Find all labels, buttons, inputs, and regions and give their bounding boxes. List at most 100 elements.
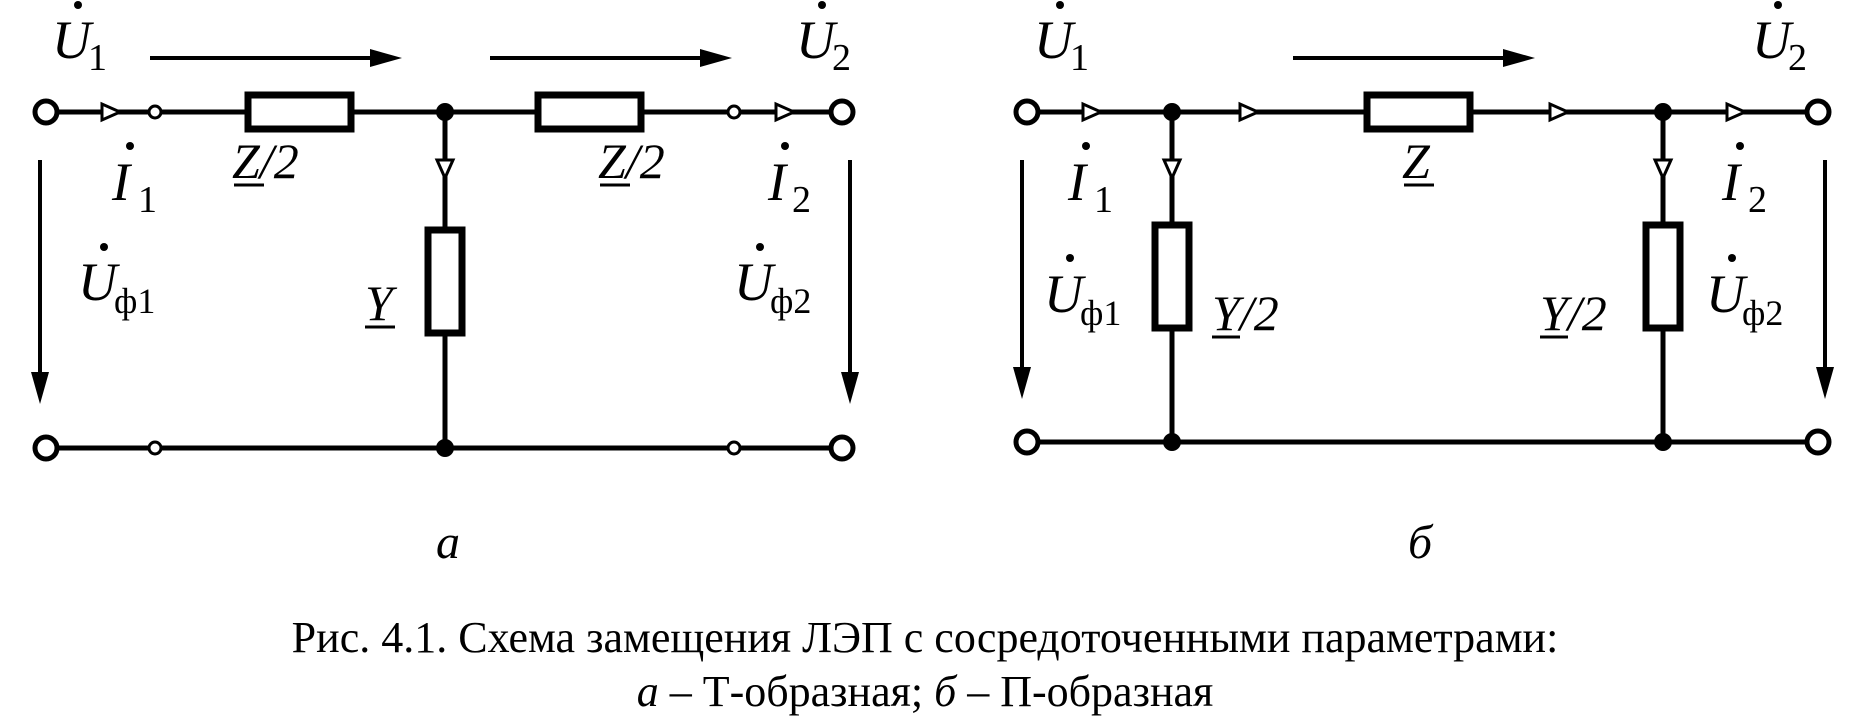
b-current-arrow-series-in <box>1238 101 1262 123</box>
svg-text:I: I <box>111 152 133 212</box>
b-current-arrow-i1 <box>1081 101 1105 123</box>
b-y-right-label: Y/2 <box>1540 285 1607 341</box>
b-panel-label: б <box>1408 516 1434 569</box>
a-z-right-impedance <box>534 91 645 133</box>
b-uf2-arrow-head <box>1816 367 1834 399</box>
b-current-arrow-shunt-left <box>1161 158 1183 182</box>
a-z-right-label: Z/2 <box>598 133 665 189</box>
caption-b-letter: б <box>934 667 958 716</box>
a-terminal-in-top <box>32 98 60 126</box>
b-terminal-out-top <box>1804 98 1832 126</box>
a-u2-label: U 2 <box>796 1 851 79</box>
a-port-left-top <box>147 104 163 120</box>
a-panel-label: а <box>436 516 460 569</box>
b-voltage-arrow-head <box>1503 49 1535 67</box>
a-terminal-out-bottom <box>828 434 856 462</box>
a-voltage-arrow-left-head <box>370 49 402 67</box>
svg-text:1: 1 <box>88 37 107 79</box>
svg-text:U: U <box>734 252 776 312</box>
a-current-arrow-i2 <box>774 101 798 123</box>
svg-text:Z/2: Z/2 <box>598 133 665 189</box>
b-i2-label: I 2 <box>1721 142 1767 221</box>
svg-text:Z: Z <box>1402 133 1431 189</box>
b-z-impedance <box>1363 91 1474 133</box>
svg-text:2: 2 <box>792 179 811 221</box>
svg-text:I: I <box>1067 152 1089 212</box>
b-node-right-top <box>1654 103 1672 121</box>
a-uf1-label: U ф1 <box>78 243 155 321</box>
svg-text:U: U <box>1044 264 1086 324</box>
a-terminal-in-bottom <box>32 434 60 462</box>
a-z-left-label: Z/2 <box>232 133 299 189</box>
a-i2-label: I 2 <box>767 142 811 221</box>
svg-text:1: 1 <box>1070 37 1089 79</box>
circuit-a: U 1 U 2 I 1 I 2 Z/2 Z/2 <box>31 1 859 569</box>
circuit-b: U 1 U 2 I 1 I 2 Z Y/2 <box>1013 1 1834 569</box>
svg-text:2: 2 <box>832 37 851 79</box>
svg-text:U: U <box>796 10 838 70</box>
b-u2-label: U 2 <box>1752 1 1807 79</box>
a-current-arrow-i1 <box>100 101 124 123</box>
svg-text:Y/2: Y/2 <box>1540 285 1607 341</box>
b-u1-label: U 1 <box>1034 1 1089 79</box>
b-uf1-label: U ф1 <box>1044 254 1121 333</box>
b-y-right-admittance <box>1642 221 1684 332</box>
svg-text:Y: Y <box>365 275 398 331</box>
b-current-arrow-series-out <box>1548 101 1572 123</box>
b-z-label: Z <box>1402 133 1434 189</box>
svg-text:U: U <box>78 252 120 312</box>
svg-text:2: 2 <box>1788 37 1807 79</box>
a-z-left-impedance <box>244 91 355 133</box>
svg-text:ф1: ф1 <box>1080 293 1121 333</box>
a-port-right-top <box>726 104 742 120</box>
a-node-bottom <box>436 439 454 457</box>
caption-a-letter: а <box>637 667 659 716</box>
b-terminal-in-top <box>1013 98 1041 126</box>
svg-text:U: U <box>1752 10 1794 70</box>
b-terminal-in-bottom <box>1013 428 1041 456</box>
b-node-left-top <box>1163 103 1181 121</box>
svg-text:Z/2: Z/2 <box>232 133 299 189</box>
svg-text:U: U <box>1034 10 1076 70</box>
a-uf1-arrow-head <box>31 372 49 404</box>
caption-a-text: – Т-образная; <box>659 667 934 716</box>
b-uf2-label: U ф2 <box>1706 254 1783 333</box>
a-port-left-bottom <box>147 440 163 456</box>
caption-b-text: – П-образная <box>956 667 1213 716</box>
svg-text:ф2: ф2 <box>1742 293 1783 333</box>
b-y-left-admittance <box>1151 221 1193 332</box>
a-u1-label: U 1 <box>52 1 107 79</box>
svg-text:I: I <box>767 152 789 212</box>
figure-caption: Рис. 4.1. Схема замещения ЛЭП с сосредот… <box>292 613 1559 716</box>
a-uf2-arrow-head <box>841 372 859 404</box>
svg-text:1: 1 <box>1094 179 1113 221</box>
caption-line-2: а – Т-образная; б – П-образная <box>637 667 1214 716</box>
svg-text:ф2: ф2 <box>770 281 811 321</box>
a-uf2-label: U ф2 <box>734 243 811 321</box>
b-current-arrow-i2 <box>1725 101 1749 123</box>
svg-text:2: 2 <box>1748 179 1767 221</box>
a-current-arrow-shunt <box>434 158 456 182</box>
svg-text:U: U <box>1706 264 1748 324</box>
svg-text:Y/2: Y/2 <box>1212 285 1279 341</box>
b-terminal-out-bottom <box>1804 428 1832 456</box>
svg-text:ф1: ф1 <box>114 281 155 321</box>
a-y-admittance <box>424 226 466 337</box>
a-y-label: Y <box>365 275 398 331</box>
svg-text:U: U <box>52 10 94 70</box>
svg-text:1: 1 <box>138 179 157 221</box>
b-node-left-bottom <box>1163 433 1181 451</box>
a-i1-label: I 1 <box>111 142 157 221</box>
a-node-top <box>436 103 454 121</box>
b-y-left-label: Y/2 <box>1212 285 1279 341</box>
b-current-arrow-shunt-right <box>1652 158 1674 182</box>
a-voltage-arrow-right-head <box>700 49 732 67</box>
svg-text:I: I <box>1721 152 1743 212</box>
b-node-right-bottom <box>1654 433 1672 451</box>
a-port-right-bottom <box>726 440 742 456</box>
a-terminal-out-top <box>828 98 856 126</box>
b-i1-label: I 1 <box>1067 142 1113 221</box>
caption-line-1: Рис. 4.1. Схема замещения ЛЭП с сосредот… <box>292 613 1559 662</box>
b-uf1-arrow-head <box>1013 367 1031 399</box>
